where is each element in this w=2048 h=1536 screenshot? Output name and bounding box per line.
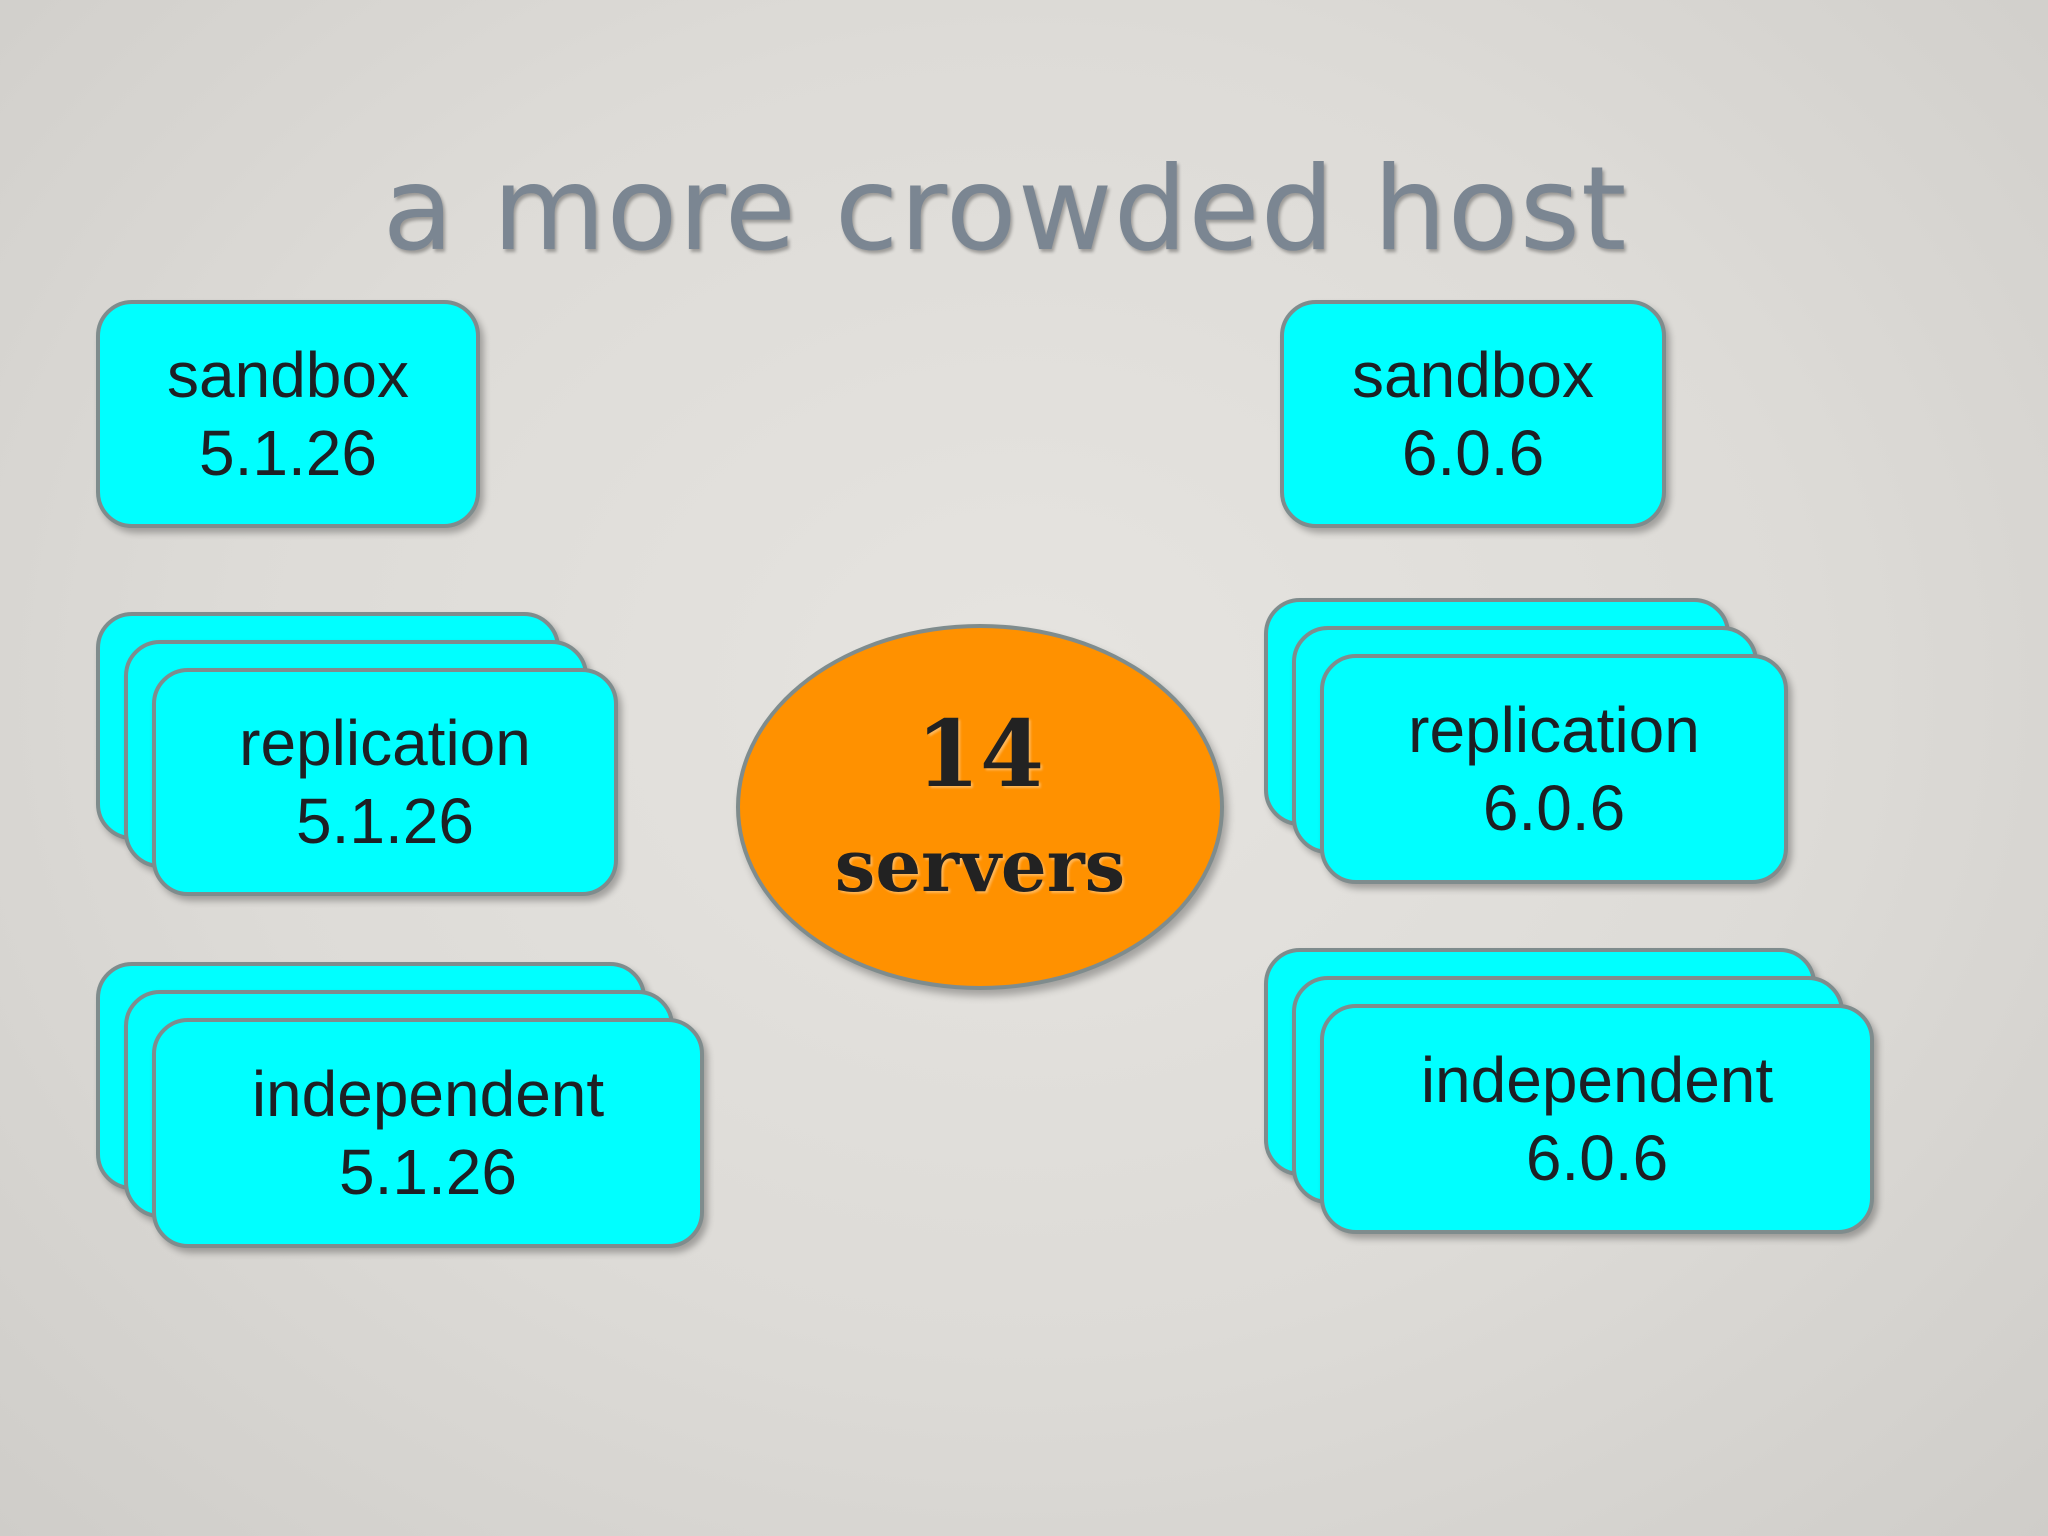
box-version: 5.1.26	[296, 785, 474, 857]
box-version: 6.0.6	[1401, 417, 1545, 489]
box-label: sandbox 6.0.6	[1284, 336, 1662, 492]
slide-title: a more crowded host	[382, 142, 1628, 277]
server-count: 14	[915, 700, 1045, 808]
box-label: independent 5.1.26	[156, 1055, 700, 1211]
box-version: 6.0.6	[1482, 772, 1626, 844]
box-name: independent	[1420, 1044, 1774, 1116]
box-label: replication 6.0.6	[1324, 691, 1784, 847]
server-count-hub: 14 servers	[736, 624, 1224, 990]
independent-5-1-26-box: independent 5.1.26	[152, 1018, 704, 1248]
box-name: replication	[1408, 694, 1700, 766]
box-label: independent 6.0.6	[1324, 1041, 1870, 1197]
box-version: 6.0.6	[1525, 1122, 1669, 1194]
sandbox-6-0-6-box: sandbox 6.0.6	[1280, 300, 1666, 528]
box-version: 5.1.26	[339, 1136, 517, 1208]
box-version: 5.1.26	[199, 417, 377, 489]
replication-5-1-26-box: replication 5.1.26	[152, 668, 618, 896]
independent-6-0-6-box: independent 6.0.6	[1320, 1004, 1874, 1234]
sandbox-5-1-26-box: sandbox 5.1.26	[96, 300, 480, 528]
box-name: replication	[239, 707, 531, 779]
box-name: sandbox	[1352, 339, 1594, 411]
server-count-unit: servers	[834, 823, 1126, 908]
replication-6-0-6-box: replication 6.0.6	[1320, 654, 1788, 884]
box-label: replication 5.1.26	[156, 704, 614, 860]
box-name: independent	[251, 1058, 605, 1130]
box-label: sandbox 5.1.26	[100, 336, 476, 492]
box-name: sandbox	[167, 339, 409, 411]
